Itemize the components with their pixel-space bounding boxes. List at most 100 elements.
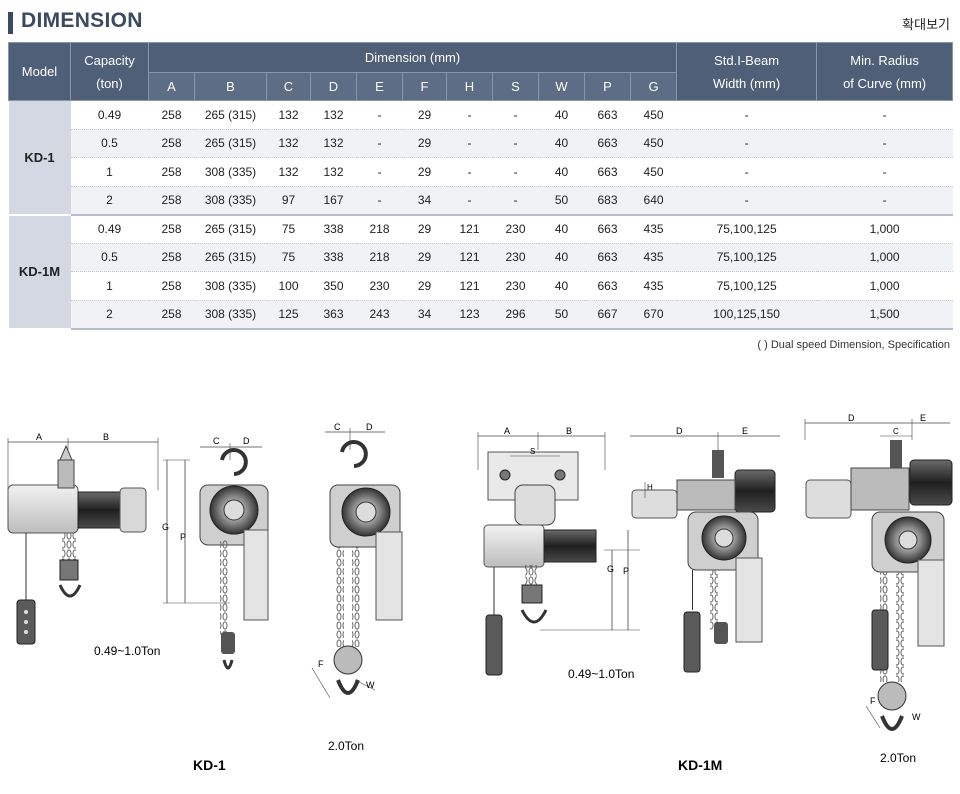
kd1-large-view: C D F W bbox=[311, 422, 403, 699]
kd1-small-side-view: A B bbox=[7, 432, 159, 645]
header-dim-a: A bbox=[148, 72, 195, 101]
table-cell: 258 bbox=[148, 100, 195, 130]
table-cell: 308 (335) bbox=[194, 300, 267, 330]
table-cell: 258 bbox=[148, 271, 195, 301]
table-cell: 258 bbox=[148, 300, 195, 330]
table-cell: 132 bbox=[266, 129, 311, 158]
hoist-drawings: A B 0.49~1.0Ton C D G P bbox=[7, 413, 953, 773]
dim-e-label-m2: E bbox=[920, 413, 926, 423]
header-dim-f: F bbox=[402, 72, 447, 101]
header-dim-b: B bbox=[194, 72, 267, 101]
table-cell: 50 bbox=[538, 300, 585, 330]
header-dim-e: E bbox=[356, 72, 403, 101]
table-cell: - bbox=[492, 186, 539, 216]
table-cell: - bbox=[492, 129, 539, 158]
table-cell: 29 bbox=[402, 271, 447, 301]
table-cell: 2 bbox=[70, 186, 149, 216]
table-cell: 450 bbox=[630, 157, 677, 187]
table-cell: 100,125,150 bbox=[676, 300, 817, 330]
table-cell: - bbox=[446, 186, 493, 216]
header-radius: Min. Radius of Curve (mm) bbox=[816, 42, 954, 101]
dim-f-label: F bbox=[318, 659, 324, 669]
table-cell: 29 bbox=[402, 243, 447, 272]
table-cell: - bbox=[676, 129, 817, 158]
dim-a-label: A bbox=[36, 432, 42, 442]
table-cell: 1 bbox=[70, 157, 149, 187]
kd1m-label: KD-1M bbox=[678, 757, 722, 773]
header-radius-line1: Min. Radius bbox=[850, 52, 919, 68]
dim-h-label-m: H bbox=[647, 483, 653, 492]
zoom-link[interactable]: 확대보기 bbox=[902, 18, 950, 33]
table-cell: 75,100,125 bbox=[676, 243, 817, 272]
table-cell: 435 bbox=[630, 214, 677, 244]
table-cell: 40 bbox=[538, 214, 585, 244]
table-cell: - bbox=[676, 157, 817, 187]
table-cell: 97 bbox=[266, 186, 311, 216]
table-cell: 243 bbox=[356, 300, 403, 330]
section-header: DIMENSION 확대보기 bbox=[8, 8, 952, 38]
table-cell: 132 bbox=[266, 100, 311, 130]
table-cell: 265 (315) bbox=[194, 243, 267, 272]
header-capacity-line1: Capacity bbox=[84, 52, 135, 68]
header-dim-c: C bbox=[266, 72, 311, 101]
table-cell: - bbox=[356, 186, 403, 216]
table-cell: 435 bbox=[630, 243, 677, 272]
dim-d-label-2: D bbox=[366, 422, 373, 432]
table-cell: 663 bbox=[584, 129, 631, 158]
table-cell: - bbox=[816, 100, 953, 130]
dim-b-label-m: B bbox=[566, 426, 572, 436]
table-cell: 670 bbox=[630, 300, 677, 330]
table-cell: - bbox=[816, 129, 953, 158]
table-cell: 132 bbox=[266, 157, 311, 187]
kd1m-small-caption: 0.49~1.0Ton bbox=[568, 667, 634, 681]
table-cell: 121 bbox=[446, 243, 493, 272]
header-accent-bar bbox=[8, 12, 13, 34]
table-cell: 663 bbox=[584, 100, 631, 130]
table-cell: 230 bbox=[492, 243, 539, 272]
table-cell: 75,100,125 bbox=[676, 214, 817, 244]
table-cell: 230 bbox=[356, 271, 403, 301]
table-cell: 1,000 bbox=[816, 214, 953, 244]
table-cell: - bbox=[446, 129, 493, 158]
table-cell: 308 (335) bbox=[194, 186, 267, 216]
table-cell: 258 bbox=[148, 186, 195, 216]
table-cell: 121 bbox=[446, 271, 493, 301]
table-cell: 258 bbox=[148, 214, 195, 244]
table-cell: 29 bbox=[402, 214, 447, 244]
dim-f-label-m2: F bbox=[870, 696, 876, 706]
table-cell: 0.49 bbox=[70, 214, 149, 244]
kd1m-small-side-view: A B S G P bbox=[477, 426, 640, 676]
table-cell: 40 bbox=[538, 271, 585, 301]
table-cell: - bbox=[446, 100, 493, 130]
table-cell: - bbox=[816, 186, 953, 216]
table-cell: 132 bbox=[310, 100, 357, 130]
table-cell: 350 bbox=[310, 271, 357, 301]
header-dim-g: G bbox=[629, 72, 678, 101]
header-beam: Std.I-Beam Width (mm) bbox=[676, 42, 818, 101]
table-cell: 132 bbox=[310, 157, 357, 187]
dim-w-label: W bbox=[366, 680, 375, 690]
table-cell: - bbox=[356, 100, 403, 130]
dim-w-label-m2: W bbox=[912, 712, 921, 722]
table-cell: 218 bbox=[356, 214, 403, 244]
dim-p-label: P bbox=[180, 532, 186, 542]
header-dimension: Dimension (mm) bbox=[147, 42, 678, 73]
table-cell: 40 bbox=[538, 243, 585, 272]
table-cell: 167 bbox=[310, 186, 357, 216]
table-cell: 40 bbox=[538, 129, 585, 158]
table-cell: - bbox=[676, 100, 817, 130]
header-dim-w: W bbox=[538, 72, 585, 101]
table-cell: 296 bbox=[492, 300, 539, 330]
kd1m-front-view: D E H bbox=[630, 426, 780, 673]
dim-a-label-m: A bbox=[504, 426, 510, 436]
header-radius-line2: of Curve (mm) bbox=[843, 75, 927, 91]
table-cell: 40 bbox=[538, 100, 585, 130]
table-cell: 50 bbox=[538, 186, 585, 216]
table-cell: 667 bbox=[584, 300, 631, 330]
dim-d-label-m2: D bbox=[848, 413, 855, 423]
header-model: Model bbox=[8, 42, 71, 101]
table-cell: 100 bbox=[266, 271, 311, 301]
